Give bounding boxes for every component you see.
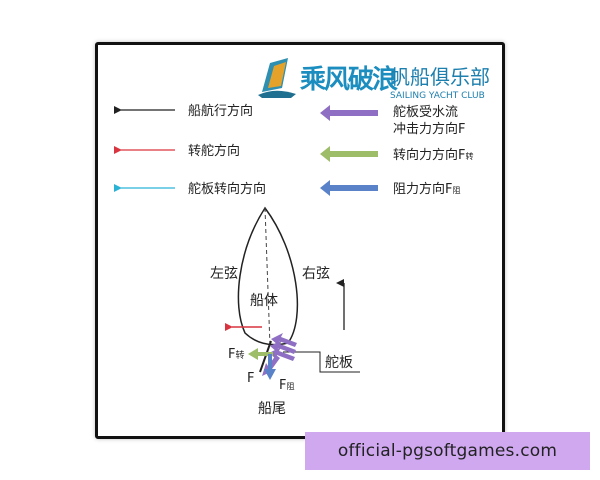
legend-rudder-turn-direction: 舵板转向方向 xyxy=(188,181,266,197)
stern-label: 船尾 xyxy=(258,401,286,417)
logo-brand: 乘风破浪 xyxy=(299,64,398,95)
hull-centerline xyxy=(264,207,271,347)
impact-force-arrows xyxy=(262,333,297,376)
website-banner: official-pgsoftgames.com xyxy=(305,432,590,470)
legend-right: 舵板受水流 冲击力方向F 转向力方向F转 阻力方向F阻 xyxy=(320,105,473,197)
sail-logo-icon xyxy=(258,58,296,98)
hull-body-label: 船体 xyxy=(250,293,278,309)
legend-left: 船航行方向 转舵方向 舵板转向方向 xyxy=(114,103,266,197)
diagram-frame xyxy=(95,42,505,439)
port-side-label: 左弦 xyxy=(210,266,238,282)
legend-turning-force: 转向力方向F转 xyxy=(393,147,473,163)
legend-impact-line2: 冲击力方向F xyxy=(393,121,465,137)
hull-outline xyxy=(237,206,299,346)
hull: 左弦 右弦 船体 xyxy=(210,206,330,347)
legend-arrow-turning-force xyxy=(320,146,378,162)
rudder: 舵板 xyxy=(259,340,360,373)
club-logo: 乘风破浪 帆船俱乐部 SAILING YACHT CLUB xyxy=(258,58,490,101)
rudder-label-leader xyxy=(283,351,360,373)
legend-helm-direction: 转舵方向 xyxy=(188,143,240,159)
logo-club-cn: 帆船俱乐部 xyxy=(390,65,490,89)
legend-arrow-drag xyxy=(320,180,378,196)
drag-force-arrow xyxy=(264,354,276,380)
legend-drag-force: 阻力方向F阻 xyxy=(393,181,460,197)
turning-force-label: F转 xyxy=(228,347,245,362)
turning-force-arrow xyxy=(248,348,273,360)
rudder-label: 舵板 xyxy=(325,355,353,371)
logo-club-en: SAILING YACHT CLUB xyxy=(390,91,485,101)
legend-impact-line1: 舵板受水流 xyxy=(393,105,458,120)
starboard-side-label: 右弦 xyxy=(302,266,330,282)
drag-force-label: F阻 xyxy=(279,378,294,393)
legend-arrow-impact xyxy=(320,105,378,121)
rudder-blade xyxy=(259,340,272,373)
legend-sailing-direction: 船航行方向 xyxy=(188,103,253,119)
impact-force-label: F xyxy=(247,371,254,386)
